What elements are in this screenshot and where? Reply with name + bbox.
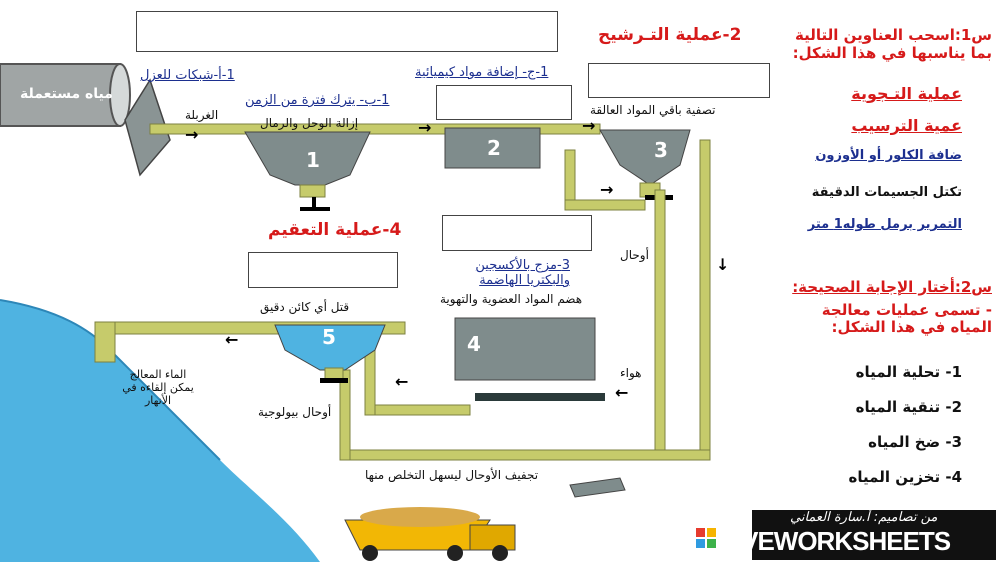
flow-arrow-right-icon: → bbox=[582, 116, 596, 135]
tank-3-caption: تصفية باقي المواد العالقة bbox=[590, 103, 716, 117]
drag-item-chlorine[interactable]: ضافة الكلور أو الأوزون bbox=[815, 148, 962, 163]
option-4[interactable]: 4- تخزين المياه bbox=[848, 468, 962, 486]
step-1c-label: 1-ج- إضافة مواد كيميائية bbox=[415, 65, 549, 80]
drag-item-sedimentation[interactable]: عمية الترسيب bbox=[851, 116, 962, 135]
bio-sludge-label: أوحال بيولوجية bbox=[258, 405, 332, 419]
drag-item-sand-filter[interactable]: التمرير برمل طوله1 متر bbox=[807, 217, 962, 232]
tank-5-number: 5 bbox=[322, 325, 336, 349]
drag-item-coagulation[interactable]: تكتل الجسيمات الدقيقة bbox=[811, 185, 962, 200]
drop-zone-top[interactable] bbox=[136, 11, 558, 52]
pipe-label: مياه مستعملة bbox=[20, 86, 113, 102]
tank-4-caption: هضم المواد العضوية والتهوية bbox=[440, 292, 583, 306]
truck-icon bbox=[344, 507, 516, 561]
drop-zone-chemicals[interactable] bbox=[436, 85, 572, 120]
flow-arrow-left-icon: ← bbox=[225, 330, 239, 349]
flow-arrow-right-icon: → bbox=[185, 125, 199, 144]
brand-bar bbox=[752, 510, 996, 560]
screen-grate bbox=[124, 78, 171, 177]
drying-label: تجفيف الأوحال ليسهل التخلص منها bbox=[365, 468, 539, 482]
air-label: هواء bbox=[620, 366, 642, 380]
brand-name: LIVEWORKSHEETS bbox=[720, 526, 951, 556]
question-panel: س1:اسحب العناوين التالية بما يناسبها في … bbox=[752, 20, 992, 500]
question-2-sub: - تسمى عمليات معالجة المياه في هذا الشكل… bbox=[821, 301, 992, 336]
step-3-label: 3-مزج بالأكسجين والبكتريا الهاضمة bbox=[475, 258, 570, 288]
live-logo-icon bbox=[696, 528, 716, 550]
river-label: الماء المعالج يمكن إلقاءه في الأنهار bbox=[122, 368, 194, 407]
tank-5-caption: قتل أي كائن دقيق bbox=[260, 300, 350, 314]
drop-zone-filter[interactable] bbox=[588, 63, 770, 98]
filter-heading: 2-عملية التـرشيح bbox=[598, 25, 742, 45]
sterilize-heading: 4-عملية التعقيم bbox=[268, 220, 402, 240]
tank-3 bbox=[599, 129, 691, 186]
flow-arrow-down-icon: ↓ bbox=[716, 255, 730, 274]
tank-1-number: 1 bbox=[306, 148, 320, 172]
option-3[interactable]: 3- ضخ المياه bbox=[868, 433, 962, 451]
question-2: س2:أختار الإجابة الصحيحة: bbox=[792, 278, 992, 296]
flow-arrow-left-icon: ← bbox=[395, 372, 409, 391]
tank-4 bbox=[454, 317, 596, 381]
tank-3-number: 3 bbox=[654, 138, 668, 162]
step-1a-label: 1-أ-شبكات للعزل bbox=[140, 68, 235, 83]
flow-arrow-left-icon: ← bbox=[615, 383, 629, 402]
step-1b-sub-label: إزالة الوحل والرمال bbox=[260, 116, 359, 130]
sieve-label: الغربلة bbox=[185, 108, 219, 122]
river-shape bbox=[0, 300, 320, 562]
tank-2 bbox=[444, 127, 541, 169]
tank-2-number: 2 bbox=[487, 136, 501, 160]
treatment-plant-diagram bbox=[0, 63, 711, 562]
tank-5 bbox=[274, 324, 386, 371]
drag-item-weathering[interactable]: عملية التـجوية bbox=[851, 84, 962, 103]
flow-arrow-right-icon: → bbox=[600, 180, 614, 199]
option-1[interactable]: 1- تحلية المياه bbox=[855, 363, 962, 381]
sludge-label: أوحال bbox=[620, 248, 649, 262]
option-2[interactable]: 2- تنقية المياه bbox=[855, 398, 962, 416]
step-1b-label: 1-ب- يترك فترة من الزمن bbox=[245, 93, 390, 108]
drop-zone-sterilize[interactable] bbox=[248, 252, 398, 288]
tank-4-number: 4 bbox=[467, 332, 481, 356]
flow-arrow-right-icon: → bbox=[418, 118, 432, 137]
drop-zone-aeration[interactable] bbox=[442, 215, 592, 251]
author-signature: من تصاميم: أ.سارة العماني bbox=[790, 510, 938, 525]
question-1: س1:اسحب العناوين التالية بما يناسبها في … bbox=[792, 26, 992, 62]
